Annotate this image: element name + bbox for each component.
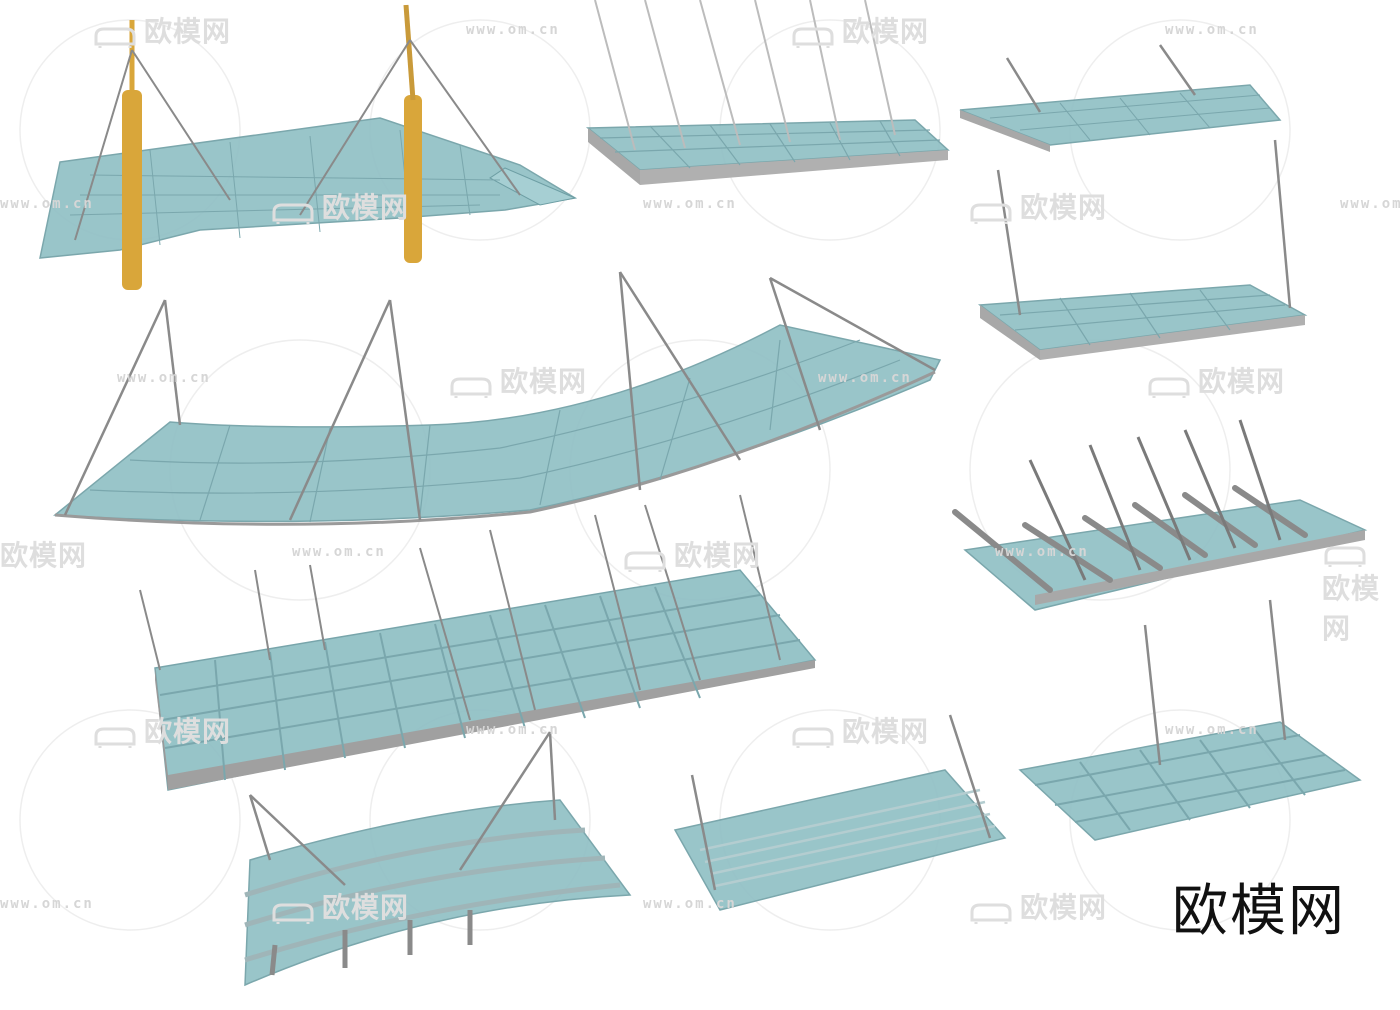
brand-watermark: 欧模网 xyxy=(1322,534,1400,647)
url-watermark: www.om.cn xyxy=(995,544,1089,560)
canopy-beam-supported xyxy=(952,419,1368,611)
url-watermark: www.om.cn xyxy=(818,370,912,386)
sofa-icon xyxy=(622,546,668,572)
canopy-plain-panel xyxy=(673,714,1007,911)
sofa-icon xyxy=(1146,372,1192,398)
brand-watermark: 欧模网 xyxy=(448,360,587,400)
url-watermark: www.om.cn xyxy=(643,196,737,212)
brand-watermark: 欧模网 xyxy=(790,10,929,50)
url-watermark: www.om.cn xyxy=(1165,722,1259,738)
brand-watermark: 欧模网 xyxy=(790,710,929,750)
canopy-curved-long xyxy=(53,271,942,526)
url-watermark: www.om.cn xyxy=(1340,196,1400,212)
canopy-top-right-small xyxy=(959,44,1282,152)
canopy-curved-small xyxy=(244,731,632,987)
url-watermark: www.om.cn xyxy=(0,896,94,912)
site-logo-text: 欧模网 xyxy=(1172,879,1346,944)
canopy-bottom-right xyxy=(1018,599,1362,841)
sofa-icon xyxy=(270,198,316,224)
url-watermark: www.om.cn xyxy=(466,22,560,38)
sofa-icon xyxy=(270,898,316,924)
sofa-icon xyxy=(790,22,836,48)
canopy-large-flat xyxy=(139,494,817,791)
brand-watermark: 欧模网 xyxy=(270,186,409,226)
canopy-wall-hanging xyxy=(977,139,1308,360)
sofa-icon xyxy=(448,372,494,398)
url-watermark: www.om.cn xyxy=(292,544,386,560)
url-watermark: www.om.cn xyxy=(0,196,94,212)
brand-watermark: 欧模网 xyxy=(270,886,409,926)
url-watermark: www.om.cn xyxy=(466,722,560,738)
brand-watermark: 欧模网 xyxy=(0,539,88,572)
sofa-icon xyxy=(92,722,138,748)
brand-watermark: 欧模网 xyxy=(622,534,761,574)
url-watermark: www.om.cn xyxy=(1165,22,1259,38)
sofa-icon xyxy=(968,898,1014,924)
brand-watermark: 欧模网 xyxy=(92,710,231,750)
sofa-icon xyxy=(968,198,1014,224)
url-watermark: www.om.cn xyxy=(643,896,737,912)
brand-watermark: 欧模网 xyxy=(968,886,1107,926)
canopy-mast-tension xyxy=(39,4,578,290)
canopy-suspended-rods xyxy=(585,0,950,185)
brand-watermark: 欧模网 xyxy=(1146,360,1285,400)
url-watermark: www.om.cn xyxy=(117,370,211,386)
sofa-icon xyxy=(1322,541,1368,567)
sofa-icon xyxy=(790,722,836,748)
brand-watermark: 欧模网 xyxy=(92,10,231,50)
brand-watermark: 欧模网 xyxy=(968,186,1107,226)
sofa-icon xyxy=(92,22,138,48)
